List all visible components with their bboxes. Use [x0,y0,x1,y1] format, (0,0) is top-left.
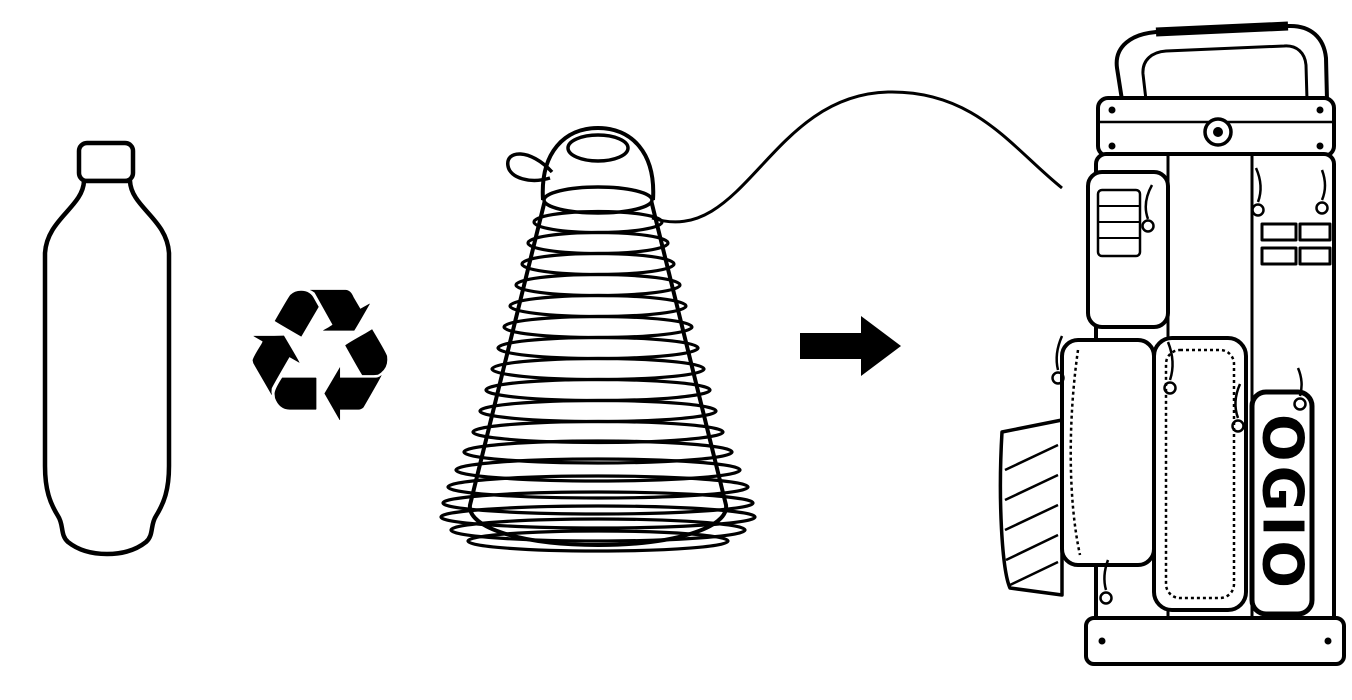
putter-well-center [1213,127,1223,137]
recycling-symbol-icon: ♻︎ [237,248,403,464]
thread-loop [506,152,554,183]
arrow-right-icon [800,316,901,376]
bottle-cap [76,140,136,184]
right-patches [1260,222,1332,266]
bag-handle-inner [1141,44,1309,101]
lower-left-zipper [1069,349,1082,556]
front-pocket-zipper [1164,348,1236,600]
bottle-body [42,178,172,557]
thread-cone-icon [439,90,1063,553]
brand-logo-text: OGIO [1250,414,1315,592]
front-pocket [1152,336,1248,612]
base-rivets [1098,637,1332,645]
bag-handle-grip [1155,21,1289,37]
thread-windings [439,209,757,553]
zipper-pulls [1051,167,1329,605]
bag-handle [1114,23,1329,101]
bag-base [1084,616,1346,666]
collar-rivets [1108,106,1324,150]
cone-dome-base [542,185,654,215]
mesh-lines [1098,205,1140,239]
plastic-bottle-icon [42,140,172,557]
brand-panel [1249,389,1315,617]
golf-bag-icon: OGIO [998,21,1346,666]
thread-line [651,90,1063,224]
cone-dome [540,125,656,201]
side-pouch-ribbing [1004,443,1059,587]
cone-knob [566,133,630,163]
